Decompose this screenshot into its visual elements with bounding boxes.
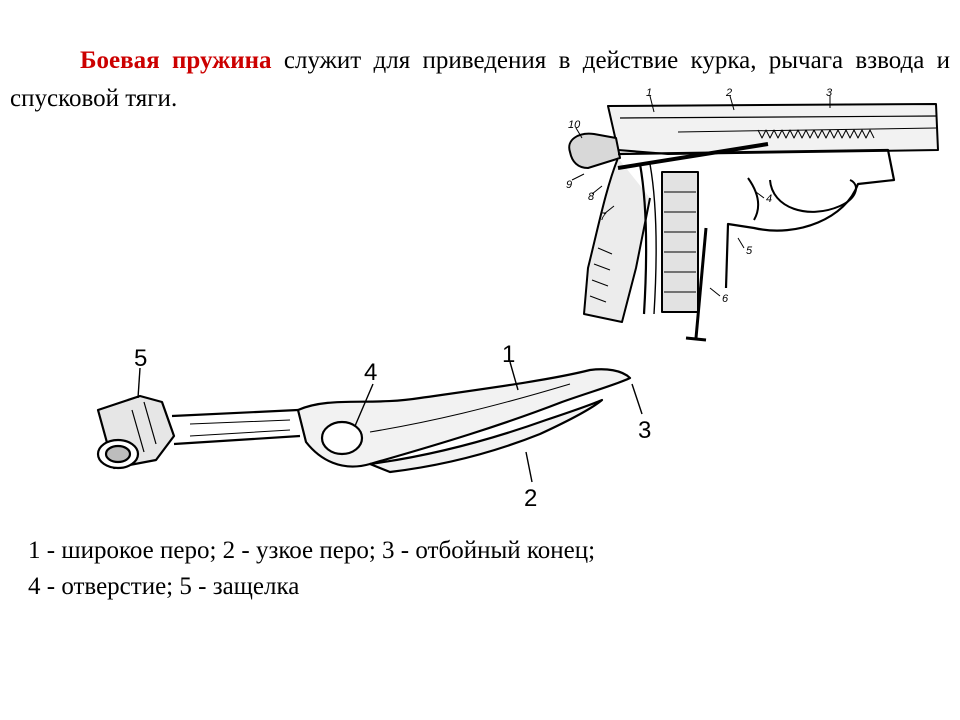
spring-callout-2: 2 xyxy=(524,485,537,512)
pistol-callout-6: 6 xyxy=(722,293,729,305)
pistol-callout-8: 8 xyxy=(588,191,595,203)
spring-callout-5: 5 xyxy=(134,345,147,372)
spring-callout-3: 3 xyxy=(638,417,651,444)
pistol-cutaway-figure: 1 2 3 4 5 6 7 8 9 10 xyxy=(566,88,939,342)
mainspring-figure: 1 2 3 4 5 xyxy=(96,341,651,512)
pistol-callout-1: 1 xyxy=(646,88,652,99)
intro-text: служит для приведения в действие курка, … xyxy=(10,47,950,112)
legend-line-2: 4 - отверстие; 5 - защелка xyxy=(28,573,300,600)
pistol-callout-4: 4 xyxy=(766,193,772,205)
figure-legend: 1 - широкое перо; 2 - узкое перо; 3 - от… xyxy=(28,533,595,605)
pistol-callout-10: 10 xyxy=(568,119,581,131)
pistol-callout-2: 2 xyxy=(725,88,732,99)
intro-paragraph: Боевая пружина служит для приведения в д… xyxy=(10,42,950,118)
spring-callout-1: 1 xyxy=(502,341,515,368)
pistol-callout-9: 9 xyxy=(566,179,572,191)
pistol-callout-3: 3 xyxy=(826,88,833,99)
intro-term: Боевая пружина xyxy=(80,47,272,74)
pistol-callout-7: 7 xyxy=(600,211,607,223)
legend-line-1: 1 - широкое перо; 2 - узкое перо; 3 - от… xyxy=(28,537,596,564)
spring-callout-4: 4 xyxy=(364,359,377,386)
pistol-callout-5: 5 xyxy=(746,245,753,257)
